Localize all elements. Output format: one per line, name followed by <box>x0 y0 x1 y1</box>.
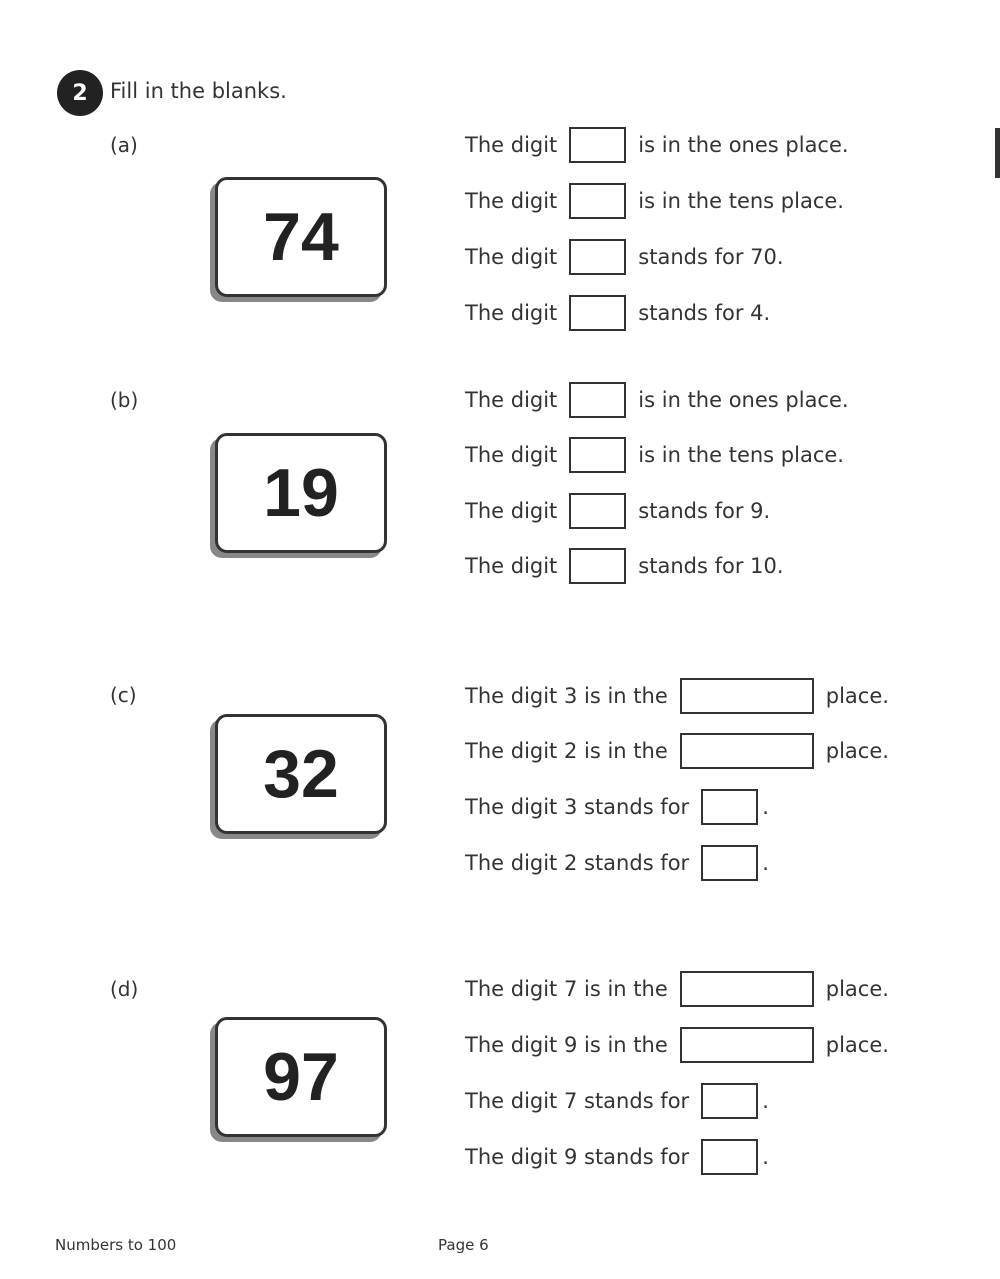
part-c-row-3: The digit 3 stands for. <box>465 787 769 827</box>
answer-box[interactable] <box>679 733 814 769</box>
answer-box[interactable] <box>569 382 627 418</box>
footer-page-number: Page 6 <box>438 1236 489 1254</box>
row-text-before: The digit 7 stands for <box>465 1089 690 1113</box>
answer-box[interactable] <box>701 789 759 825</box>
part-c-row-4: The digit 2 stands for. <box>465 843 769 883</box>
row-text-before: The digit <box>465 554 558 578</box>
answer-box[interactable] <box>569 183 627 219</box>
row-text-after: place. <box>825 977 889 1001</box>
number-card-c: 32 <box>215 714 387 834</box>
row-text-after: place. <box>825 739 889 763</box>
row-text-after: place. <box>825 1033 889 1057</box>
row-text-after: is in the tens place. <box>638 189 844 213</box>
row-text-before: The digit <box>465 133 558 157</box>
row-text-after: is in the ones place. <box>638 133 849 157</box>
row-text-before: The digit <box>465 301 558 325</box>
row-text-after: . <box>762 1089 769 1113</box>
row-text-before: The digit <box>465 443 558 467</box>
answer-box[interactable] <box>569 437 627 473</box>
part-c-row-2: The digit 2 is in the place. <box>465 731 889 771</box>
row-text-after: place. <box>825 684 889 708</box>
row-text-after: is in the tens place. <box>638 443 844 467</box>
answer-box[interactable] <box>679 971 814 1007</box>
row-text-before: The digit 3 stands for <box>465 795 690 819</box>
row-text-before: The digit 2 stands for <box>465 851 690 875</box>
part-a-row-4: The digit stands for 4. <box>465 293 770 333</box>
part-a-row-3: The digit stands for 70. <box>465 237 784 277</box>
answer-box[interactable] <box>569 239 627 275</box>
row-text-after: stands for 70. <box>638 245 784 269</box>
part-label-a: (a) <box>110 133 138 157</box>
part-b-row-3: The digit stands for 9. <box>465 491 770 531</box>
row-text-after: is in the ones place. <box>638 388 849 412</box>
edge-mark <box>995 128 1000 178</box>
row-text-before: The digit 7 is in the <box>465 977 668 1001</box>
part-b-row-4: The digit stands for 10. <box>465 546 784 586</box>
answer-box[interactable] <box>701 1083 759 1119</box>
answer-box[interactable] <box>569 493 627 529</box>
answer-box[interactable] <box>569 295 627 331</box>
answer-box[interactable] <box>679 678 814 714</box>
row-text-after: . <box>762 851 769 875</box>
row-text-after: stands for 10. <box>638 554 784 578</box>
question-instruction: Fill in the blanks. <box>110 79 287 103</box>
row-text-after: . <box>762 1145 769 1169</box>
part-c-row-1: The digit 3 is in the place. <box>465 676 889 716</box>
answer-box[interactable] <box>569 548 627 584</box>
row-text-before: The digit <box>465 499 558 523</box>
answer-box[interactable] <box>569 127 627 163</box>
part-label-b: (b) <box>110 388 139 412</box>
part-b-row-2: The digit is in the tens place. <box>465 435 844 475</box>
question-number-badge: 2 <box>57 70 103 116</box>
part-label-d: (d) <box>110 977 139 1001</box>
number-card-d: 97 <box>215 1017 387 1137</box>
number-card-b: 19 <box>215 433 387 553</box>
part-a-row-1: The digit is in the ones place. <box>465 125 849 165</box>
footer-chapter: Numbers to 100 <box>55 1236 177 1254</box>
row-text-before: The digit 9 is in the <box>465 1033 668 1057</box>
row-text-before: The digit <box>465 245 558 269</box>
row-text-before: The digit 2 is in the <box>465 739 668 763</box>
row-text-before: The digit 9 stands for <box>465 1145 690 1169</box>
number-card-a: 74 <box>215 177 387 297</box>
part-d-row-2: The digit 9 is in the place. <box>465 1025 889 1065</box>
part-d-row-3: The digit 7 stands for. <box>465 1081 769 1121</box>
row-text-after: . <box>762 795 769 819</box>
row-text-after: stands for 9. <box>638 499 771 523</box>
part-b-row-1: The digit is in the ones place. <box>465 380 849 420</box>
part-d-row-4: The digit 9 stands for. <box>465 1137 769 1177</box>
row-text-before: The digit <box>465 388 558 412</box>
part-d-row-1: The digit 7 is in the place. <box>465 969 889 1009</box>
answer-box[interactable] <box>701 1139 759 1175</box>
part-a-row-2: The digit is in the tens place. <box>465 181 844 221</box>
row-text-after: stands for 4. <box>638 301 771 325</box>
answer-box[interactable] <box>701 845 759 881</box>
answer-box[interactable] <box>679 1027 814 1063</box>
row-text-before: The digit 3 is in the <box>465 684 668 708</box>
row-text-before: The digit <box>465 189 558 213</box>
part-label-c: (c) <box>110 683 137 707</box>
